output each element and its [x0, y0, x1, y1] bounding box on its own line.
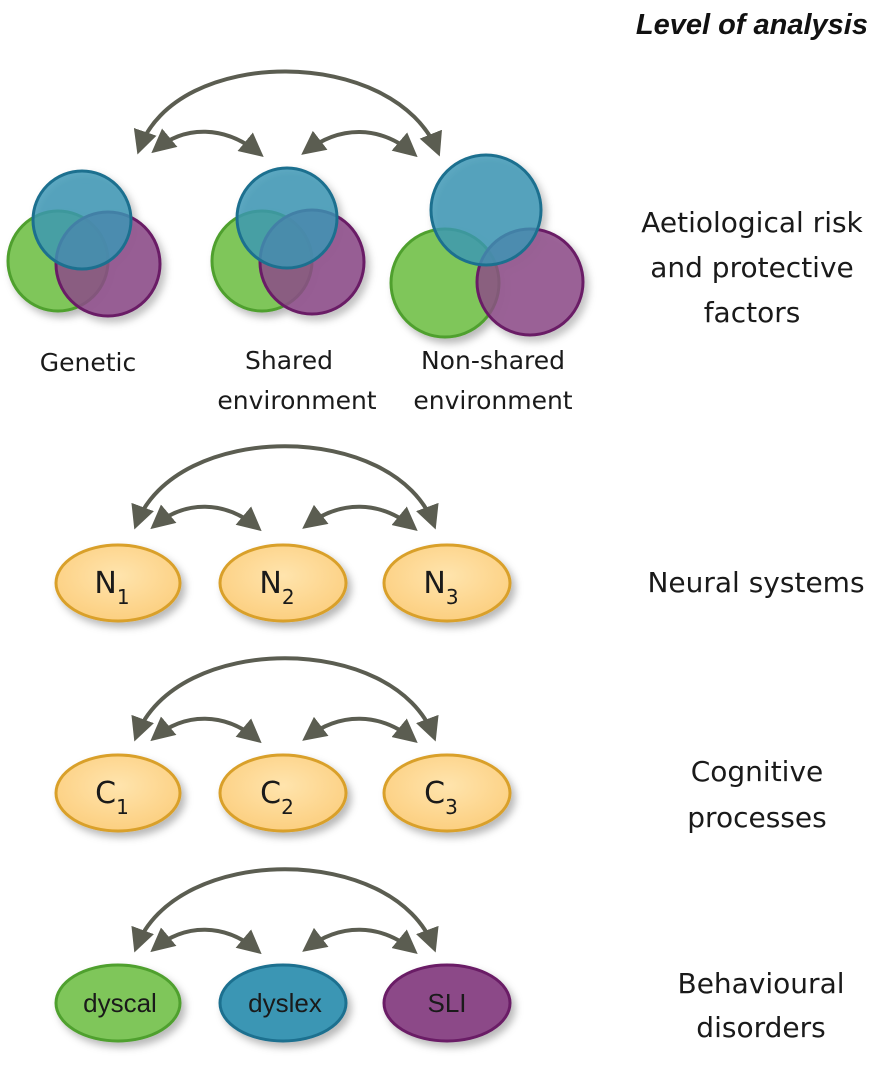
shared-label-line2: environment	[217, 386, 376, 415]
neural-node-2-subscript: 2	[282, 585, 295, 609]
genetic-blue-circle	[31, 169, 133, 271]
behaviour-nodes	[54, 963, 512, 1043]
neural-nodes	[54, 543, 512, 623]
behaviour-arrows	[131, 867, 439, 955]
neural-arrows	[131, 444, 439, 532]
neural-node-1-subscript: 1	[117, 585, 130, 609]
aetiology-arrows	[133, 69, 442, 158]
level-aetiology-line2: and protective	[650, 251, 854, 284]
neural-node-2-label: N2	[259, 566, 294, 609]
shared-venn	[210, 166, 366, 316]
cognitive-node-2-letter: C	[260, 776, 281, 811]
level-behaviour-line1: Behavioural	[677, 967, 844, 1000]
neural-node-1-letter: N	[94, 566, 116, 601]
nonshared-label-line2: environment	[413, 386, 572, 415]
arrow-n2-n3	[302, 504, 418, 532]
neural-node-2	[218, 543, 348, 623]
cognitive-nodes	[54, 753, 512, 833]
level-behaviour-line2: disorders	[696, 1011, 825, 1044]
neural-node-2-letter: N	[259, 566, 281, 601]
cognitive-arrows	[131, 656, 439, 744]
arrow-n1-n3	[131, 444, 439, 530]
cognitive-node-3-label: C3	[424, 776, 458, 819]
cognitive-node-1-letter: C	[95, 776, 116, 811]
level-aetiology-line3: factors	[704, 296, 801, 329]
arrow-c2-c3	[302, 716, 418, 744]
neural-node-3-letter: N	[423, 566, 445, 601]
arrow-n1-n2	[150, 504, 262, 532]
arrow-dyslex-sli	[302, 927, 418, 955]
dyslex-node	[218, 963, 348, 1043]
level-aetiology-line1: Aetiological risk	[641, 206, 863, 239]
cognitive-node-3	[382, 753, 512, 833]
neural-node-3	[382, 543, 512, 623]
genetic-venn	[6, 169, 162, 318]
sli-label: SLI	[427, 988, 466, 1018]
cognitive-node-2-label: C2	[260, 776, 294, 819]
cognitive-node-3-subscript: 3	[445, 795, 458, 819]
neural-node-3-label: N3	[423, 566, 458, 609]
cognitive-node-1-label: C1	[95, 776, 129, 819]
arrow-genetic-shared	[151, 128, 264, 158]
level-cognitive-line2: processes	[687, 801, 826, 834]
level-cognitive-line1: Cognitive	[691, 755, 824, 788]
arrow-dyscal-dyslex	[150, 927, 262, 955]
nonshared-label-line1: Non-shared	[421, 346, 565, 375]
cognitive-node-2-subscript: 2	[281, 795, 294, 819]
arrow-c1-c2	[150, 716, 262, 744]
level-neural: Neural systems	[647, 566, 864, 599]
level-heading: Level of analysis	[636, 9, 868, 41]
cognitive-node-1-subscript: 1	[116, 795, 129, 819]
shared-label-line1: Shared	[245, 346, 333, 375]
arrow-shared-nonshared	[301, 130, 418, 158]
neural-node-3-subscript: 3	[446, 585, 459, 609]
neural-node-1	[54, 543, 182, 623]
shared-blue-circle	[235, 166, 339, 270]
cognitive-node-3-letter: C	[424, 776, 445, 811]
dyscal-node	[54, 963, 182, 1043]
dyscal-label: dyscal	[83, 988, 157, 1018]
arrow-genetic-nonshared	[133, 69, 442, 157]
arrow-dyscal-sli	[131, 867, 439, 953]
nonshared-venn	[389, 153, 585, 339]
arrow-c1-c3	[131, 656, 439, 742]
nonshared-blue-circle	[429, 153, 543, 267]
neural-node-1-label: N1	[94, 566, 129, 609]
genetic-label: Genetic	[40, 348, 136, 377]
dyslex-label: dyslex	[248, 988, 322, 1018]
cognitive-node-2	[218, 753, 348, 833]
sli-node	[382, 963, 512, 1043]
cognitive-node-1	[54, 753, 182, 833]
